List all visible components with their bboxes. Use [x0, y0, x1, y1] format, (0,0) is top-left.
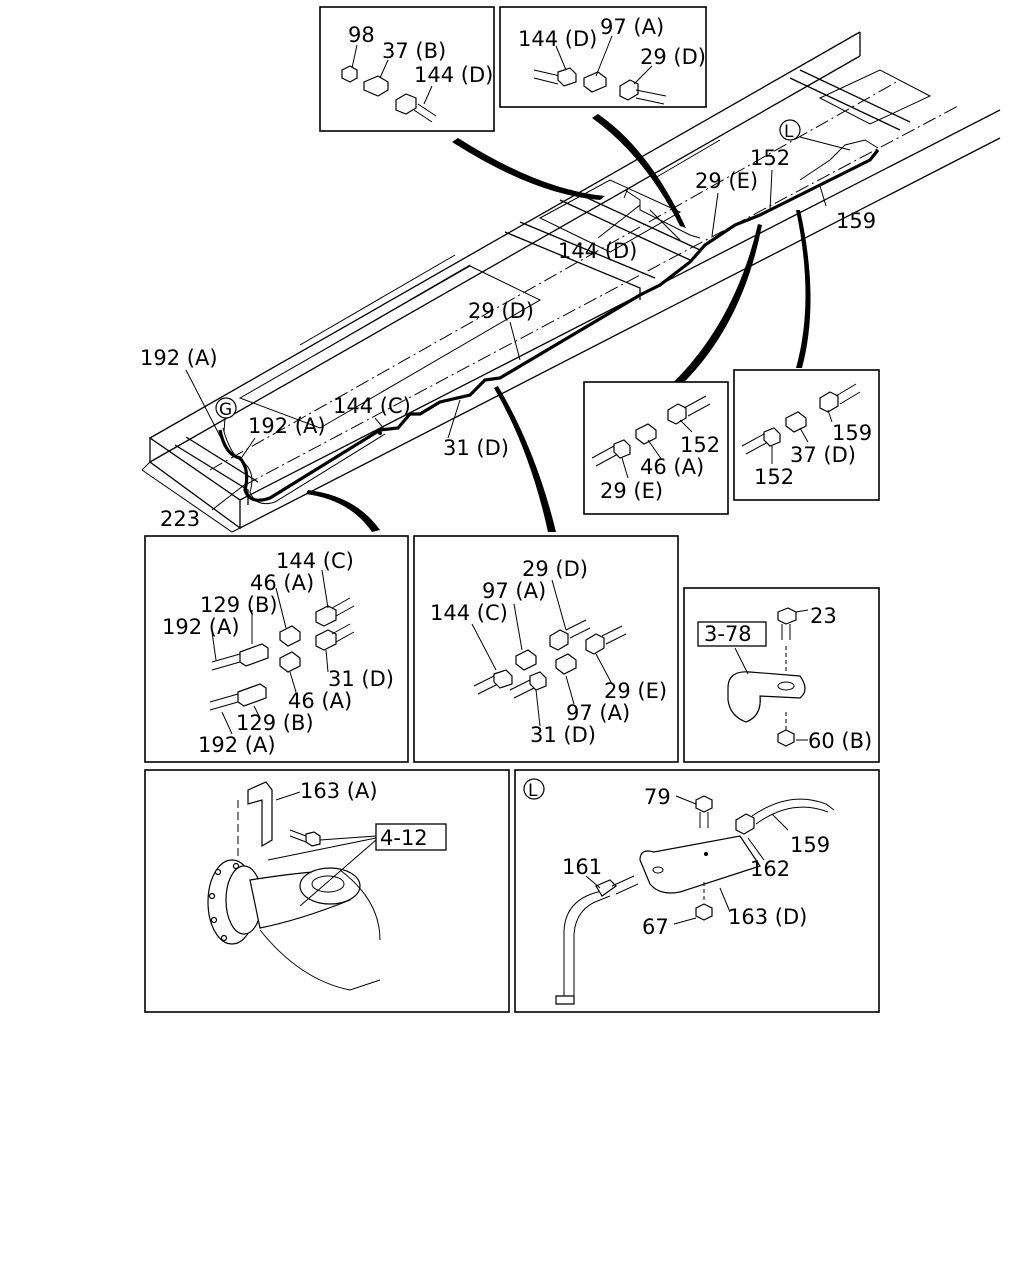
dlbox-label-159: 159 — [790, 833, 830, 857]
label-29d-main: 29 (D) — [468, 299, 534, 323]
axle-label-163a: 163 (A) — [300, 779, 378, 803]
label-152-main: 152 — [750, 146, 790, 170]
label-192a-mid: 192 (A) — [248, 414, 326, 438]
dc-label-97a-top: 97 (A) — [482, 579, 546, 603]
label-223: 223 — [160, 507, 200, 531]
dc-label-29e: 29 (E) — [604, 679, 667, 703]
dl-label-129b-top: 129 (B) — [200, 593, 278, 617]
dlbox-label-162: 162 — [750, 857, 790, 881]
label-159-main: 159 — [836, 209, 876, 233]
mra-label-46a: 46 (A) — [640, 455, 704, 479]
label-192a-top: 192 (A) — [140, 346, 218, 370]
brake-pipe-route — [218, 139, 880, 505]
tm-label-29d: 29 (D) — [640, 45, 706, 69]
dlbox-label-79: 79 — [644, 785, 671, 809]
tm-label-144d: 144 (D) — [518, 27, 597, 51]
dc-label-29d: 29 (D) — [522, 557, 588, 581]
marker-g: G — [215, 397, 237, 420]
tl-label-98: 98 — [348, 23, 375, 47]
flange-bolts — [208, 862, 240, 942]
mrb-label-152: 152 — [754, 465, 794, 489]
mrb-label-37d: 37 (D) — [790, 443, 856, 467]
tm-label-97a: 97 (A) — [600, 15, 664, 39]
marker-l-main: L — [779, 119, 801, 142]
detail-box-clip: 3-78 23 60 (B) — [683, 587, 880, 763]
mrb-label-159: 159 — [832, 421, 872, 445]
tl-label-37b: 37 (B) — [382, 39, 446, 63]
main-view-leaders — [185, 136, 851, 511]
dlbox-label-67: 67 — [642, 915, 669, 939]
dl-label-46a-bot: 46 (A) — [288, 689, 352, 713]
dlbox-label-163d: 163 (D) — [728, 905, 807, 929]
label-144d-main: 144 (D) — [558, 239, 637, 263]
dl-label-46a-top: 46 (A) — [250, 571, 314, 595]
detail-box-top-left: 98 37 (B) 144 (D) — [319, 6, 495, 132]
detail-box-top-mid: 144 (D) 97 (A) 29 (D) — [499, 6, 707, 108]
callout-wedges — [306, 114, 811, 532]
axle-ref-text: 4-12 — [380, 826, 428, 850]
dlbox-label-161: 161 — [562, 855, 602, 879]
detail-box-mid-right-a: 152 46 (A) 29 (E) — [583, 381, 729, 515]
mra-label-152: 152 — [680, 433, 720, 457]
dc-label-31d: 31 (D) — [530, 723, 596, 747]
dl-label-192a-top: 192 (A) — [162, 615, 240, 639]
clip-label-60b: 60 (B) — [808, 729, 872, 753]
clip-label-23: 23 — [810, 604, 837, 628]
label-29e-main: 29 (E) — [695, 169, 758, 193]
detail-box-l: L 79 159 161 162 163 (D) 67 — [514, 769, 880, 1013]
detail-box-mid-right-b: 159 37 (D) 152 — [733, 369, 880, 501]
detail-box-center: 29 (D) 97 (A) 144 (C) 29 (E) 97 (A) 31 (… — [413, 535, 679, 763]
dl-label-129b-bot: 129 (B) — [236, 711, 314, 735]
dl-label-192a-bot: 192 (A) — [198, 733, 276, 757]
detail-box-axle: 4-12 163 (A) — [144, 769, 510, 1013]
clip-ref-text: 3-78 — [704, 622, 752, 646]
tl-label-144d: 144 (D) — [414, 63, 493, 87]
label-144c-main: 144 (C) — [333, 394, 411, 418]
detail-box-left: 144 (C) 46 (A) 129 (B) 192 (A) 31 (D) 46… — [144, 535, 409, 763]
detail-l-marker-text: L — [528, 781, 538, 801]
dl-label-144c: 144 (C) — [276, 549, 354, 573]
mra-label-29e: 29 (E) — [600, 479, 663, 503]
label-31d-main: 31 (D) — [443, 436, 509, 460]
marker-g-text: G — [219, 400, 232, 420]
dc-label-144c: 144 (C) — [430, 601, 508, 625]
dl-label-31d: 31 (D) — [328, 667, 394, 691]
dc-label-97a-bot: 97 (A) — [566, 701, 630, 725]
marker-l-main-text: L — [784, 122, 794, 142]
